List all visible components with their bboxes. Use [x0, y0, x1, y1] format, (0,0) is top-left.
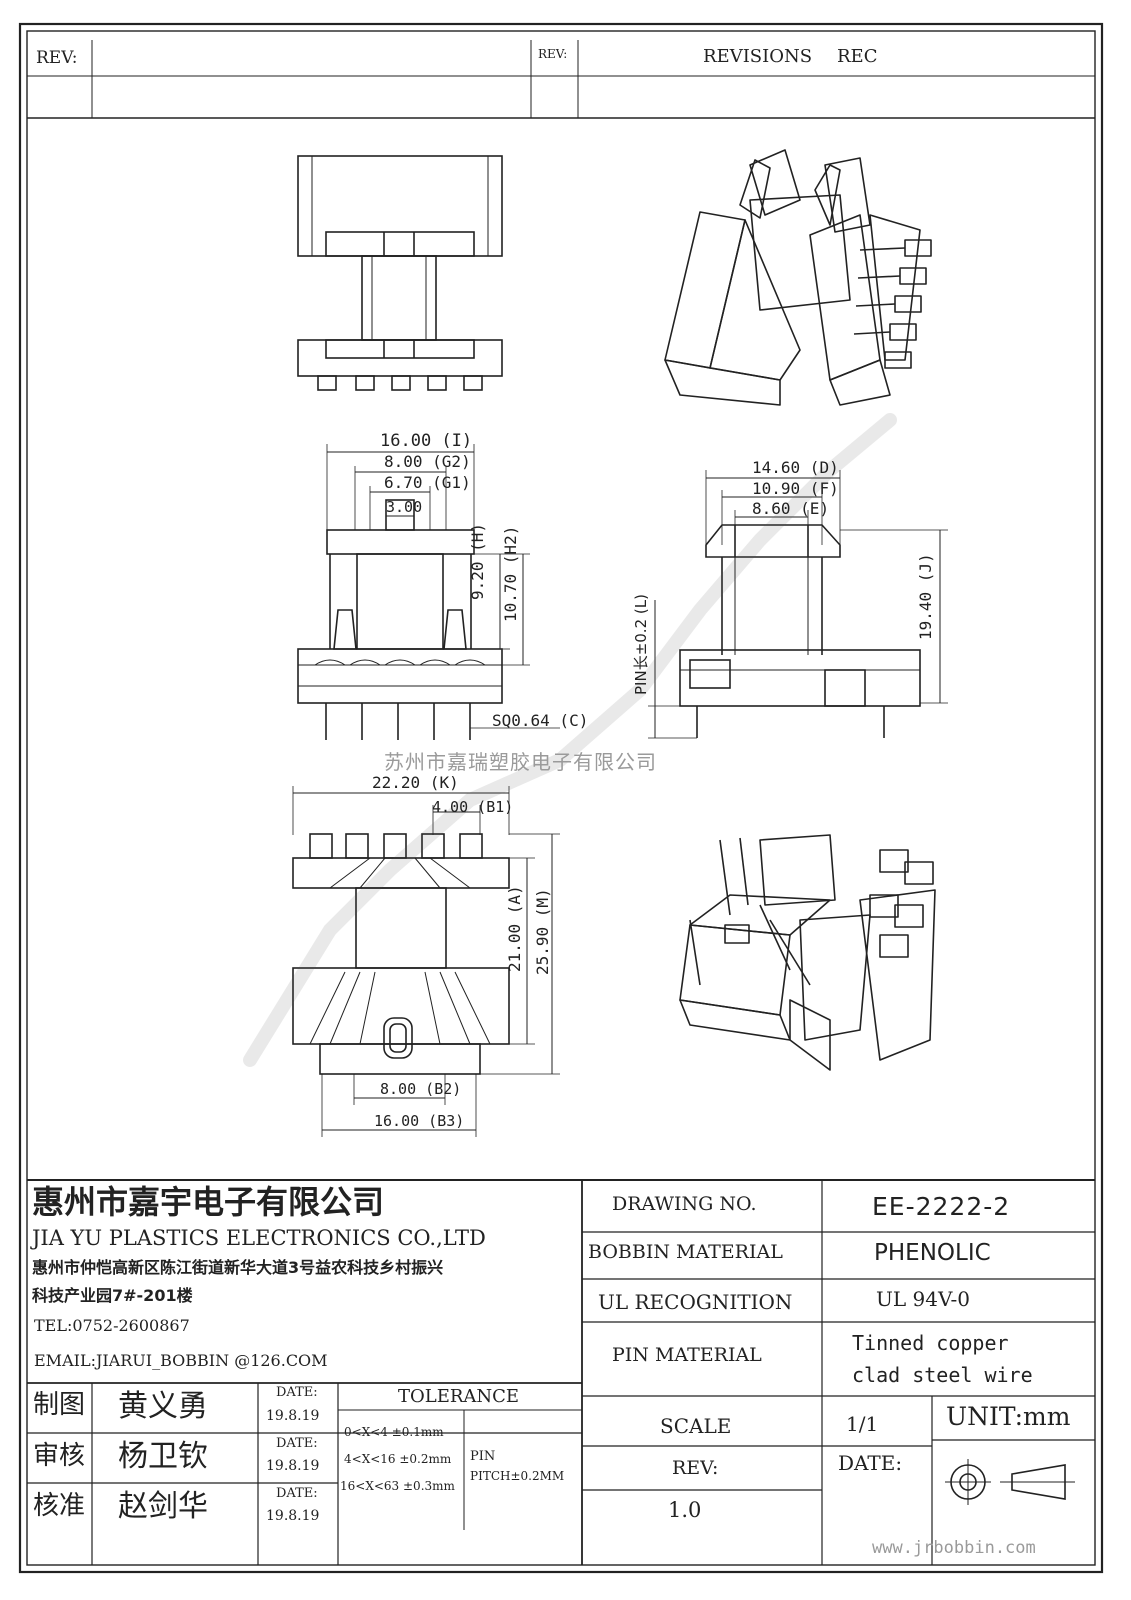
- tolerance-title: TOLERANCE: [398, 1386, 520, 1407]
- dim-width-300: 3.00: [386, 498, 423, 516]
- pin-material-line-2: clad steel wire: [852, 1363, 1033, 1387]
- dim-bottom-2220: 22.20 (K): [372, 773, 459, 792]
- company-name-en: JIA YU PLASTICS ELECTRONICS CO.,LTD: [32, 1226, 486, 1250]
- inner-frame: [26, 30, 1096, 1566]
- tolerance-pin-label: PIN: [470, 1449, 496, 1464]
- dim-width-8: 8.00 (G2): [384, 452, 471, 471]
- unit-label: UNIT:mm: [946, 1402, 1071, 1431]
- drawing-no-value: EE-2222-2: [872, 1192, 1011, 1221]
- approval-name: 赵剑华: [118, 1489, 208, 1524]
- dim-bottom-2590: 25.90 (M): [533, 888, 552, 975]
- view-isometric-top: [664, 149, 932, 406]
- approval-date: 19.8.19: [266, 1508, 320, 1524]
- pin-material-line-1: Tinned copper: [852, 1331, 1009, 1355]
- view-isometric-bottom: [679, 834, 936, 1071]
- dim-bottom-1600: 16.00 (B3): [374, 1112, 465, 1130]
- view-side-elevation: [648, 470, 948, 739]
- approval-date-label: DATE:: [276, 1385, 318, 1400]
- drawing-no-label: DRAWING NO.: [612, 1193, 757, 1215]
- approval-name: 黄义勇: [118, 1389, 208, 1424]
- dim-bottom-400: 4.00 (B1): [432, 798, 514, 816]
- company-address-2: 科技产业园7#-201楼: [32, 1286, 193, 1305]
- outer-frame: [18, 22, 1104, 1574]
- ul-recognition-label: UL RECOGNITION: [598, 1290, 793, 1314]
- dim-side-height: 19.40 (J): [916, 553, 935, 640]
- dim-side-1090: 10.90 (F): [752, 479, 839, 498]
- tolerance-row: 16<X<63 ±0.3mm: [340, 1479, 455, 1493]
- rev-label-left: REV:: [36, 48, 78, 68]
- watermark-stamp: [243, 413, 897, 1067]
- tolerance-row: 4<X<16 ±0.2mm: [344, 1452, 452, 1466]
- view-front-elevation: [297, 444, 560, 740]
- dim-height-1070: 10.70 (H2): [501, 525, 520, 622]
- tolerance-pin-pitch: PITCH±0.2MM: [470, 1469, 565, 1483]
- dim-width-670: 6.70 (G1): [384, 473, 471, 492]
- approval-date: 19.8.19: [266, 1458, 320, 1474]
- company-name-cn: 惠州市嘉宇电子有限公司: [32, 1183, 385, 1221]
- ul-recognition-value: UL 94V-0: [876, 1287, 971, 1311]
- bobbin-material-label: BOBBIN MATERIAL: [588, 1241, 783, 1263]
- rev-label: REV:: [672, 1457, 719, 1479]
- approval-role: 制图: [33, 1390, 86, 1420]
- dim-bottom-800: 8.00 (B2): [380, 1080, 462, 1098]
- dim-top-width: 16.00 (I): [380, 431, 473, 451]
- approval-name: 杨卫钦: [118, 1439, 208, 1474]
- date-label: DATE:: [838, 1451, 903, 1475]
- dim-bottom-2100: 21.00 (A): [505, 885, 524, 972]
- company-email: EMAIL:JIARUI_BOBBIN @126.COM: [34, 1351, 328, 1370]
- footer-url: www.jrbobbin.com: [872, 1538, 1036, 1558]
- view-bottom-plan: [292, 786, 560, 1137]
- approval-role: 核准: [33, 1491, 86, 1521]
- tolerance-row: 0<X<4 ±0.1mm: [344, 1425, 444, 1439]
- dim-pin-length: PIN长±0.2 (L): [632, 594, 650, 695]
- dim-pin-sq: SQ0.64 (C): [492, 711, 589, 730]
- scale-label: SCALE: [660, 1414, 732, 1438]
- scale-value: 1/1: [846, 1412, 879, 1436]
- company-tel: TEL:0752-2600867: [34, 1316, 190, 1335]
- company-address-1: 惠州市仲恺高新区陈江街道新华大道3号益农科技乡村振兴: [32, 1258, 444, 1277]
- rec-label: REC: [837, 46, 878, 67]
- watermark-text: 苏州市嘉瑞塑胶电子有限公司: [384, 750, 657, 774]
- view-top-front: [297, 155, 503, 391]
- bobbin-material-value: PHENOLIC: [874, 1240, 991, 1266]
- dim-side-1460: 14.60 (D): [752, 458, 839, 477]
- approval-date-label: DATE:: [276, 1486, 318, 1501]
- approval-date: 19.8.19: [266, 1408, 320, 1424]
- revisions-label: REVISIONS: [703, 46, 813, 67]
- approval-role: 审核: [33, 1441, 86, 1471]
- rev-value: 1.0: [668, 1498, 702, 1522]
- pin-material-label: PIN MATERIAL: [612, 1344, 762, 1366]
- dim-side-860: 8.60 (E): [752, 499, 830, 518]
- dim-height-920: 9.20 (H): [468, 522, 487, 600]
- rev-label-mid: REV:: [538, 47, 568, 61]
- approval-date-label: DATE:: [276, 1436, 318, 1451]
